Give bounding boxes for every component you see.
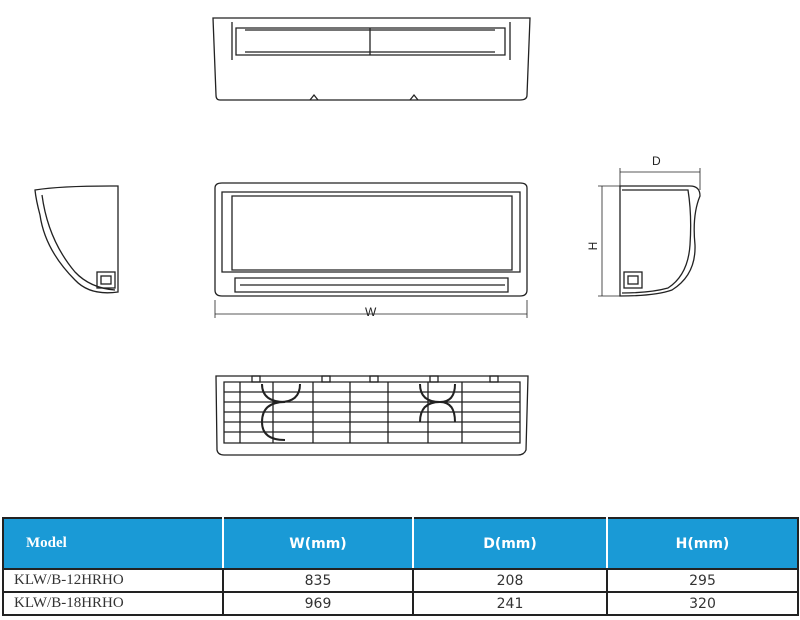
header-depth: D(mm) xyxy=(412,517,608,570)
table-header-row: Model W(mm) D(mm) H(mm) xyxy=(2,517,799,570)
left-side-view xyxy=(34,185,119,294)
cell-model: KLW/B-12HRHO xyxy=(2,568,224,593)
cell-depth: 208 xyxy=(412,568,608,593)
cell-width: 969 xyxy=(222,591,414,616)
cell-depth: 241 xyxy=(412,591,608,616)
dimensions-table: Model W(mm) D(mm) H(mm) KLW/B-12HRHO 835… xyxy=(2,517,799,616)
top-view xyxy=(212,17,531,101)
height-dimension-label: H xyxy=(586,242,600,251)
header-model: Model xyxy=(2,517,224,570)
rear-view xyxy=(215,375,529,456)
table-row: KLW/B-12HRHO 835 208 295 xyxy=(2,568,799,593)
cell-model: KLW/B-18HRHO xyxy=(2,591,224,616)
table-row: KLW/B-18HRHO 969 241 320 xyxy=(2,591,799,616)
header-width: W(mm) xyxy=(222,517,414,570)
header-height: H(mm) xyxy=(606,517,799,570)
unit-drawings: W D H xyxy=(34,17,701,456)
front-view xyxy=(214,182,528,318)
width-dimension-label: W xyxy=(365,305,377,319)
cell-height: 295 xyxy=(606,568,799,593)
cell-width: 835 xyxy=(222,568,414,593)
right-side-view xyxy=(598,168,701,297)
depth-dimension-label: D xyxy=(652,154,661,168)
cell-height: 320 xyxy=(606,591,799,616)
